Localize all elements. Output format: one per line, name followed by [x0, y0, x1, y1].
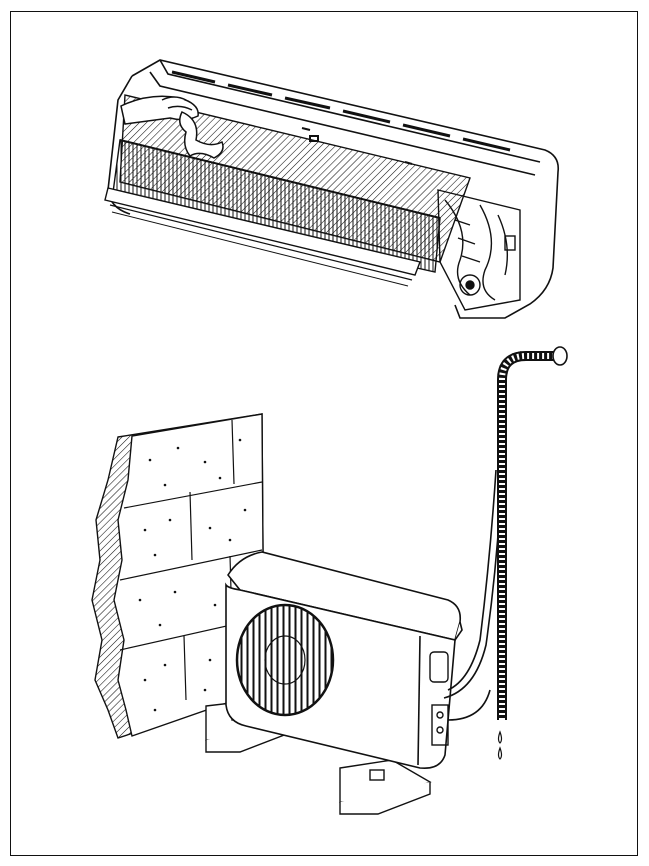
hand-with-cloth [120, 95, 224, 159]
fan-grille [235, 603, 335, 717]
page-border-frame [10, 11, 638, 856]
louvre [104, 187, 421, 276]
control-compartment [437, 189, 521, 311]
water-drips [497, 730, 503, 760]
service-panel [429, 651, 449, 746]
drain-hose [497, 346, 568, 720]
refrigerant-pipes [443, 469, 503, 721]
indoor-unit-housing [107, 59, 560, 319]
top-vent-slots [171, 70, 511, 152]
